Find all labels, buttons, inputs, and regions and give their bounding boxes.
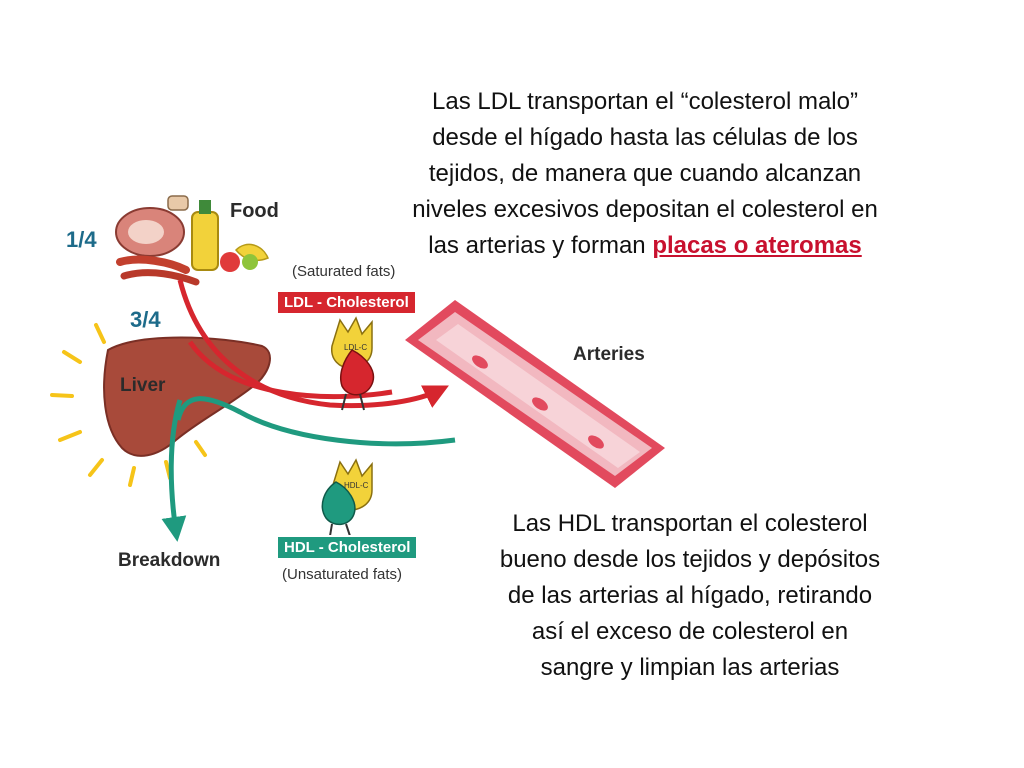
ldl-explanation: Las LDL transportan el “colesterol malo”… bbox=[345, 84, 945, 264]
breakdown-arrow bbox=[161, 399, 187, 542]
arteries-label: Arteries bbox=[573, 344, 645, 365]
hdl-character: HDL-C bbox=[321, 458, 373, 537]
hdl-line-5: sangre y limpian las arterias bbox=[540, 654, 840, 681]
ldl-cholesterol-box: LDL - Cholesterol bbox=[276, 290, 417, 315]
fraction-liver: 3/4 bbox=[130, 307, 161, 332]
hdl-explanation: Las HDL transportan el colesterol bueno … bbox=[440, 506, 940, 686]
breakdown-label: Breakdown bbox=[118, 550, 221, 571]
liver-shape bbox=[103, 336, 271, 457]
liver-label: Liver bbox=[120, 375, 166, 396]
ldl-food-arrow bbox=[177, 279, 449, 409]
ldl-line-1: Las LDL transportan el “colesterol malo” bbox=[432, 88, 858, 115]
unsaturated-label: (Unsaturated fats) bbox=[282, 566, 403, 583]
hdl-line-4: así el exceso de colesterol en bbox=[531, 618, 849, 645]
ldl-line-5-prefix: las arterias y forman bbox=[428, 232, 653, 259]
food-label: Food bbox=[230, 200, 279, 222]
ldl-line-5: las arterias y forman placas o ateromas bbox=[345, 228, 945, 264]
ldl-character: LDL-C bbox=[331, 316, 375, 411]
ldl-line-3: tejidos, de manera que cuando alcanzan bbox=[428, 160, 862, 187]
hdl-character-text: HDL-C bbox=[344, 481, 369, 490]
plaque-emphasis: placas o ateromas bbox=[652, 232, 862, 259]
artery-illustration bbox=[405, 300, 665, 488]
ldl-line-4: niveles excesivos depositan el colestero… bbox=[412, 196, 878, 223]
saturated-label: (Saturated fats) bbox=[292, 263, 396, 280]
hdl-cholesterol-box: HDL - Cholesterol bbox=[276, 535, 419, 560]
hdl-return-arrow bbox=[175, 396, 456, 447]
ldl-liver-arrow bbox=[187, 340, 393, 400]
ldl-line-2: desde el hígado hasta las células de los bbox=[432, 124, 858, 151]
hdl-line-2: bueno desde los tejidos y depósitos bbox=[499, 546, 881, 573]
hdl-line-1: Las HDL transportan el colesterol bbox=[512, 510, 868, 537]
food-illustration bbox=[115, 195, 269, 286]
fraction-food: 1/4 bbox=[66, 227, 97, 252]
ldl-character-text: LDL-C bbox=[344, 343, 367, 352]
hdl-line-3: de las arterias al hígado, retirando bbox=[507, 582, 873, 609]
